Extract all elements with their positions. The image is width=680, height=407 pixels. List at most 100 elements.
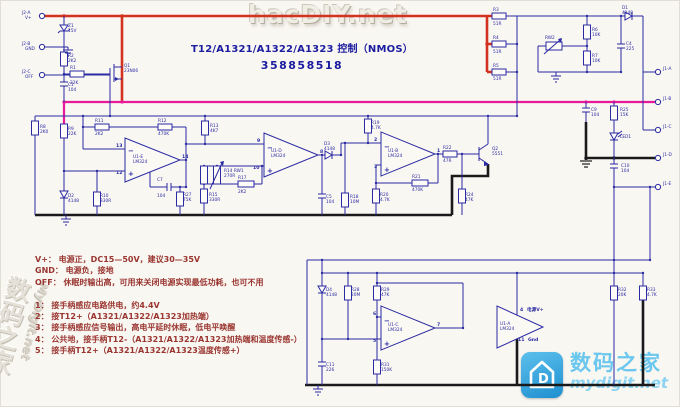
label-r18-val: 10M — [350, 199, 359, 205]
label-r32-ref: R32 — [618, 287, 627, 293]
label-r15-ref: R15 — [209, 192, 218, 198]
ground-symbol-topright — [551, 72, 561, 83]
pin-label-11: 11 — [518, 337, 524, 343]
connector-j2-c — [38, 71, 46, 79]
note-pin5: 5： 接手柄T12+（A1321/A1322/A1323温度传感+） — [35, 346, 245, 356]
resistor-r11-symbol — [94, 123, 110, 131]
u1e-minus: − — [128, 147, 134, 155]
title-line2: 358858518 — [260, 59, 344, 72]
port-name-j2-c: OFF — [25, 74, 34, 80]
opamp-u1e-symbol — [124, 137, 182, 183]
resistor-r29-symbol — [373, 285, 381, 301]
label-r11-ref: R11 — [95, 118, 104, 124]
label-c7-val: 104 — [157, 193, 165, 199]
note-pin1: 1： 接手柄感应电路供电，约4.4V — [35, 300, 160, 310]
label-r21-ref: R21 — [412, 174, 421, 180]
label-r32-val: 20K — [618, 292, 626, 298]
label-r3-val: 51R — [493, 21, 501, 27]
pin-label-14: 14 — [182, 154, 188, 160]
label-u1c-ref: U1-C — [388, 322, 398, 328]
component-labels: Z115VR22K2R122KC1104Q123N06R351RR451RR55… — [21, 5, 673, 373]
capacitor-c5-symbol — [318, 193, 326, 199]
port-label-j1-e: J1-E — [662, 181, 672, 187]
label-r22-val: 47R — [443, 158, 451, 164]
pin-label-8: 8 — [320, 149, 323, 155]
label-r27-val: 75K — [183, 197, 191, 203]
capacitor-c7-symbol — [166, 183, 172, 191]
label-c5-val: 104 — [326, 199, 334, 205]
label-r19-val: 4.7K — [371, 125, 381, 131]
label-r24-ref: R24 — [465, 192, 474, 198]
label-d3-val: 4148 — [324, 146, 335, 152]
label-r1-val: 22K — [70, 80, 78, 86]
pin-label-4: 4 — [520, 307, 523, 313]
resistor-r33-symbol — [639, 285, 647, 301]
ground-symbols — [61, 47, 592, 396]
label-c9-ref: C9 — [591, 107, 597, 113]
signal-wires-blue — [34, 14, 655, 385]
schematic-title: T12/A1321/A1322/A1323 控制（NMOS） 358858518 — [178, 40, 426, 72]
connector-j1-d — [654, 154, 662, 162]
label-u1b-val: LM324 — [388, 153, 403, 159]
label-q1-val: 23N06 — [124, 68, 138, 74]
port-label-j2-c: J2-C — [21, 69, 31, 75]
label-u1d-val: LM324 — [271, 153, 286, 159]
diode-d3-symbol — [324, 150, 334, 160]
resistor-r24-symbol — [458, 188, 466, 204]
resistor-r32-symbol — [610, 285, 618, 301]
label-r9-val: 22K — [68, 131, 76, 137]
label-u1a-ref: U1-A — [500, 321, 510, 327]
label-r14-val: 270R — [224, 173, 235, 179]
vplus-rail-red — [45, 14, 492, 102]
note-gnd: GND： 电源负，接地 — [35, 266, 114, 276]
connector-j2-b — [38, 43, 46, 51]
label-u1e-ref: U1-E — [133, 154, 143, 160]
label-r8-val: 2K0 — [40, 129, 49, 135]
label-r6-ref: R6 — [592, 27, 598, 33]
label-u1c-val: LM324 — [388, 327, 403, 333]
trimpot-rw2-symbol — [543, 38, 563, 55]
label-u1a-val: LM324 — [500, 326, 515, 332]
label-r33-val: 4.7K — [647, 292, 657, 298]
label-r6-val: 10K — [592, 32, 600, 38]
note-pin4: 4： 公共地，接手柄T12-（A1321/A1322/A1323加热端和温度传感… — [35, 334, 302, 344]
label-u1b-ref: U1-B — [388, 148, 398, 154]
u1c-minus: − — [384, 317, 390, 325]
label-q2-ref: Q2 — [492, 146, 498, 152]
pin-label-2: 2 — [374, 137, 377, 143]
label-r17-ref: R17 — [238, 175, 247, 181]
connectors — [38, 12, 662, 191]
u1e-plus: + — [128, 170, 134, 178]
label-c9-val: 104 — [591, 112, 599, 118]
diode-d2-symbol — [59, 190, 69, 200]
label-z1-ref: Z1 — [68, 23, 74, 29]
resistor-r20-symbol — [372, 188, 380, 204]
note-off: OFF： 休眠时输出高，可用来关闭电源实现最低功耗，也可不用 — [35, 277, 264, 287]
resistor-r8-symbol — [31, 120, 39, 136]
pin-label-1: 1 — [437, 148, 440, 154]
diode-d4-symbol — [317, 285, 327, 295]
label-d3-ref: D3 — [324, 141, 330, 147]
resistor-r14-symbol — [200, 165, 208, 185]
resistor-r4-symbol — [491, 40, 507, 48]
label-u1e-val: LM324 — [133, 159, 148, 165]
pin-label-5: 5 — [373, 338, 376, 344]
port-label-j2-b: J2-B — [21, 41, 30, 47]
label-r12-val: 470K — [158, 131, 169, 137]
label-r25-val: 15K — [620, 112, 628, 118]
resistor-r21-symbol — [411, 179, 429, 187]
label-c11-val: 226 — [326, 367, 334, 373]
label-r2-ref: R2 — [68, 53, 74, 59]
label-r18-ref: R18 — [350, 194, 359, 200]
connector-j1-b — [654, 98, 662, 106]
note-vplus: V+： 电源正，DC15—50V，建议30—35V — [35, 255, 201, 264]
capacitor-c10-symbol — [610, 163, 618, 169]
zener-z1-symbol — [57, 24, 71, 34]
connector-j1-c — [654, 126, 662, 134]
label-r13-val: 4K7 — [210, 128, 219, 134]
label-c4-ref: C4 — [626, 41, 632, 47]
resistor-r28-symbol — [344, 285, 352, 301]
label-r20-val: 4.7K — [380, 197, 390, 203]
resistor-r3-symbol — [491, 12, 507, 20]
